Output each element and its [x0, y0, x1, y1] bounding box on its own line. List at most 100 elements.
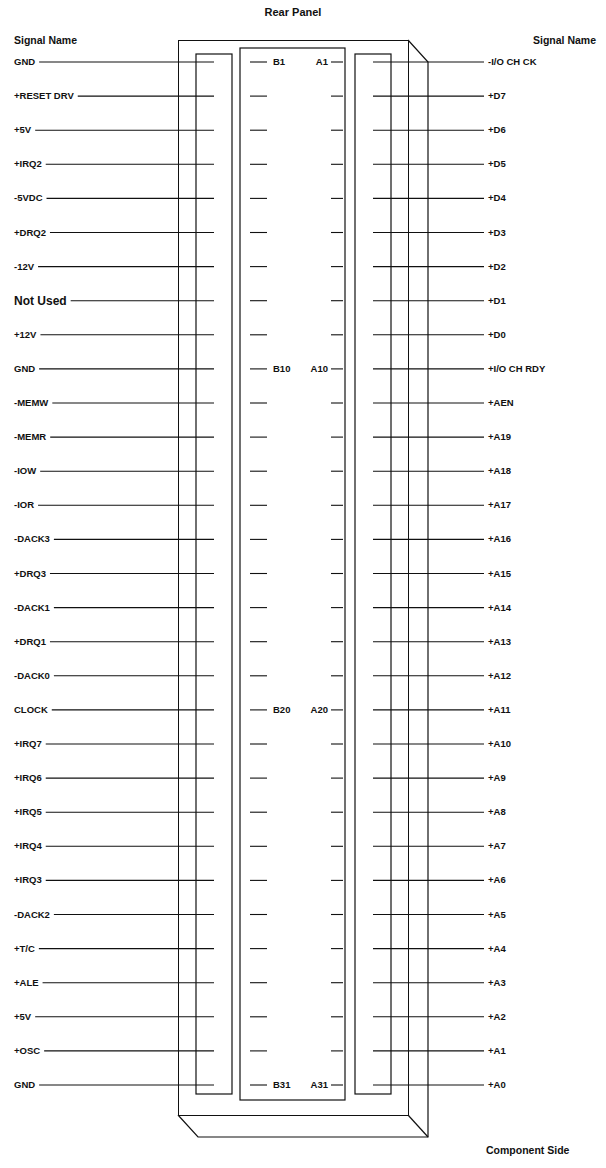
- contact-stub: [331, 1050, 343, 1051]
- signal-wire: [373, 61, 484, 62]
- signal-name: +D0: [488, 329, 506, 341]
- signal-wire: [52, 709, 214, 710]
- signal-wire: [54, 914, 214, 915]
- signal-wire: [373, 880, 484, 881]
- signal-wire: [373, 368, 484, 369]
- signal-wire: [39, 61, 214, 62]
- contact-stub: [250, 743, 267, 744]
- signal-wire: [373, 812, 484, 813]
- signal-wire: [50, 437, 214, 438]
- housing-bevel-edge: [408, 1115, 428, 1137]
- signal-name: +D7: [488, 90, 506, 102]
- signal-name: +A0: [488, 1079, 506, 1091]
- signal-name: +A16: [488, 533, 511, 545]
- signal-wire: [71, 300, 214, 301]
- signal-wire: [373, 96, 484, 97]
- contact-stub: [250, 607, 267, 608]
- contact-stub: [250, 1084, 267, 1085]
- contact-stub: [250, 709, 267, 710]
- signal-wire: [373, 1050, 484, 1051]
- panel-title: Rear Panel: [265, 6, 322, 18]
- contact-stub: [331, 505, 343, 506]
- signal-name: -IOR: [14, 499, 34, 511]
- signal-name: +A2: [488, 1011, 506, 1023]
- pin-number: A31: [311, 1079, 328, 1091]
- signal-wire: [44, 1050, 214, 1051]
- contact-stub: [331, 96, 343, 97]
- signal-name: +D6: [488, 124, 506, 136]
- signal-wire: [46, 164, 214, 165]
- signal-wire: [373, 1084, 484, 1085]
- signal-name: +D3: [488, 227, 506, 239]
- housing-bevel: [178, 40, 428, 1137]
- signal-name: -DACK1: [14, 602, 50, 614]
- column-header: Signal Name: [533, 34, 596, 46]
- signal-name: +A9: [488, 772, 506, 784]
- signal-wire: [373, 948, 484, 949]
- signal-name: +DRQ3: [14, 568, 46, 580]
- pin-number: A10: [311, 363, 328, 375]
- signal-name: +A6: [488, 874, 506, 886]
- signal-name: +IRQ6: [14, 772, 42, 784]
- signal-wire: [39, 948, 214, 949]
- contact-stub: [250, 914, 267, 915]
- signal-name: +A8: [488, 806, 506, 818]
- signal-name: -12V: [14, 261, 34, 273]
- signal-name: +A12: [488, 670, 511, 682]
- signal-wire: [373, 130, 484, 131]
- contact-stub: [250, 948, 267, 949]
- signal-wire: [46, 846, 214, 847]
- contact-stub: [250, 778, 267, 779]
- pin-number: B1: [273, 56, 285, 68]
- signal-name: +T/C: [14, 943, 35, 955]
- contact-stub: [331, 1084, 343, 1085]
- contact-stub: [331, 743, 343, 744]
- signal-name: +D5: [488, 158, 506, 170]
- contact-stub: [331, 948, 343, 949]
- signal-name: +IRQ5: [14, 806, 42, 818]
- contact-stub: [250, 198, 267, 199]
- signal-name: +DRQ2: [14, 227, 46, 239]
- signal-wire: [40, 471, 214, 472]
- contact-stub: [250, 505, 267, 506]
- signal-wire: [40, 334, 214, 335]
- contact-stub: [250, 641, 267, 642]
- signal-name: +IRQ7: [14, 738, 42, 750]
- contact-stub: [250, 300, 267, 301]
- signal-wire: [47, 198, 214, 199]
- contact-stub: [250, 1016, 267, 1017]
- contact-stub: [331, 266, 343, 267]
- contact-stub: [250, 334, 267, 335]
- contact-stub: [331, 573, 343, 574]
- contact-stub: [331, 1016, 343, 1017]
- contact-stub: [331, 368, 343, 369]
- signal-name: +A10: [488, 738, 511, 750]
- signal-name: -5VDC: [14, 192, 43, 204]
- signal-name: -MEMW: [14, 397, 48, 409]
- contact-stub: [250, 539, 267, 540]
- signal-wire: [373, 334, 484, 335]
- signal-wire: [373, 402, 484, 403]
- connector-housing: B1A1B10A10B20A20B31A31: [178, 40, 409, 1116]
- signal-name: +5V: [14, 1011, 31, 1023]
- contact-stub: [250, 471, 267, 472]
- signal-wire: [373, 437, 484, 438]
- signal-wire: [373, 914, 484, 915]
- signal-wire: [38, 505, 214, 506]
- signal-name: +D1: [488, 295, 506, 307]
- card-slot: [240, 48, 345, 1100]
- signal-name: +A1: [488, 1045, 506, 1057]
- contact-stub: [331, 164, 343, 165]
- signal-name: +RESET DRV: [14, 90, 74, 102]
- signal-wire: [35, 130, 214, 131]
- signal-name: -I/O CH CK: [488, 56, 537, 68]
- signal-name: -DACK3: [14, 533, 50, 545]
- signal-name: CLOCK: [14, 704, 48, 716]
- signal-name: +5V: [14, 124, 31, 136]
- contact-stub: [331, 300, 343, 301]
- signal-name: -DACK2: [14, 909, 50, 921]
- signal-name: +A17: [488, 499, 511, 511]
- signal-wire: [43, 982, 214, 983]
- contact-stub: [331, 334, 343, 335]
- signal-wire: [373, 1016, 484, 1017]
